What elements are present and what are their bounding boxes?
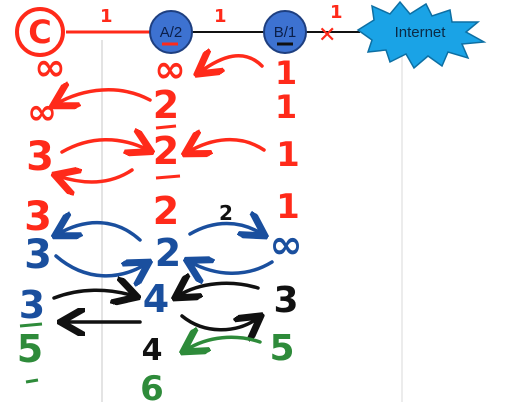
- internet-cloud: [356, 0, 487, 70]
- arrow-a-to-c-row2: [56, 90, 152, 104]
- b-value-6: 3: [273, 280, 298, 321]
- c-value-6: 3: [19, 283, 45, 327]
- b-value-2: 1: [275, 88, 297, 126]
- arrow-b-to-a-row1: [200, 56, 264, 72]
- b-value-1: 1: [275, 54, 297, 92]
- c-value-3: 3: [26, 134, 54, 180]
- a-value-3: 2: [153, 129, 179, 173]
- arrow-c-to-a-row6: [52, 290, 134, 298]
- arrow-b-to-a-row7: [186, 337, 262, 350]
- c-value-7: 5: [17, 327, 43, 371]
- c-value-4: 3: [24, 194, 52, 240]
- node-c: [15, 7, 65, 57]
- c-value-5: 3: [24, 232, 52, 278]
- a-value-7: 4: [142, 333, 163, 368]
- a-value-4: 2: [153, 189, 179, 233]
- a-underline-2: [155, 124, 177, 130]
- c-underline-7: [25, 378, 39, 384]
- b-value-3: 1: [276, 135, 300, 175]
- link-cost-b-internet: 1: [330, 2, 343, 23]
- arrow-a-to-c-row5: [58, 223, 142, 242]
- arrow-c-to-a-row3: [60, 140, 148, 152]
- arrow-a-to-c-row3: [58, 170, 134, 182]
- a-value-1: ∞: [154, 47, 186, 91]
- a-value-8: 6: [140, 369, 164, 402]
- c-value-2: ∞: [27, 92, 57, 133]
- broken-link-icon: ✕: [318, 23, 336, 48]
- node-a: [149, 10, 193, 54]
- arrow-b-to-a-row3: [188, 140, 266, 152]
- c-underline-6: [19, 322, 43, 328]
- c-value-1: ∞: [34, 45, 66, 89]
- arrow-b-to-a-row6: [178, 283, 260, 296]
- a-value-2: 2: [153, 83, 179, 127]
- arrow-c-to-a-row5: [54, 254, 146, 276]
- arrow-a-to-b-row5: [188, 224, 262, 235]
- b-value-4: 1: [276, 187, 300, 227]
- arrow-label-row5: 2: [219, 201, 233, 225]
- a-value-5: 2: [155, 231, 181, 275]
- b-value-5: ∞: [269, 222, 302, 268]
- arrow-b-to-a-row5: [190, 262, 274, 273]
- link-cost-a-b: 1: [214, 6, 227, 27]
- link-cost-c-a: 1: [100, 6, 113, 27]
- node-b-label: B/1: [274, 24, 297, 41]
- internet-label: Internet: [395, 24, 447, 41]
- node-a-label: A/2: [160, 24, 183, 41]
- a-underline-3: [155, 174, 181, 180]
- a-value-6: 4: [143, 277, 169, 321]
- b-value-7: 5: [269, 328, 294, 369]
- arrow-a-to-b-row6: [180, 316, 258, 330]
- node-b: [263, 10, 307, 54]
- node-c-label: C: [28, 13, 51, 51]
